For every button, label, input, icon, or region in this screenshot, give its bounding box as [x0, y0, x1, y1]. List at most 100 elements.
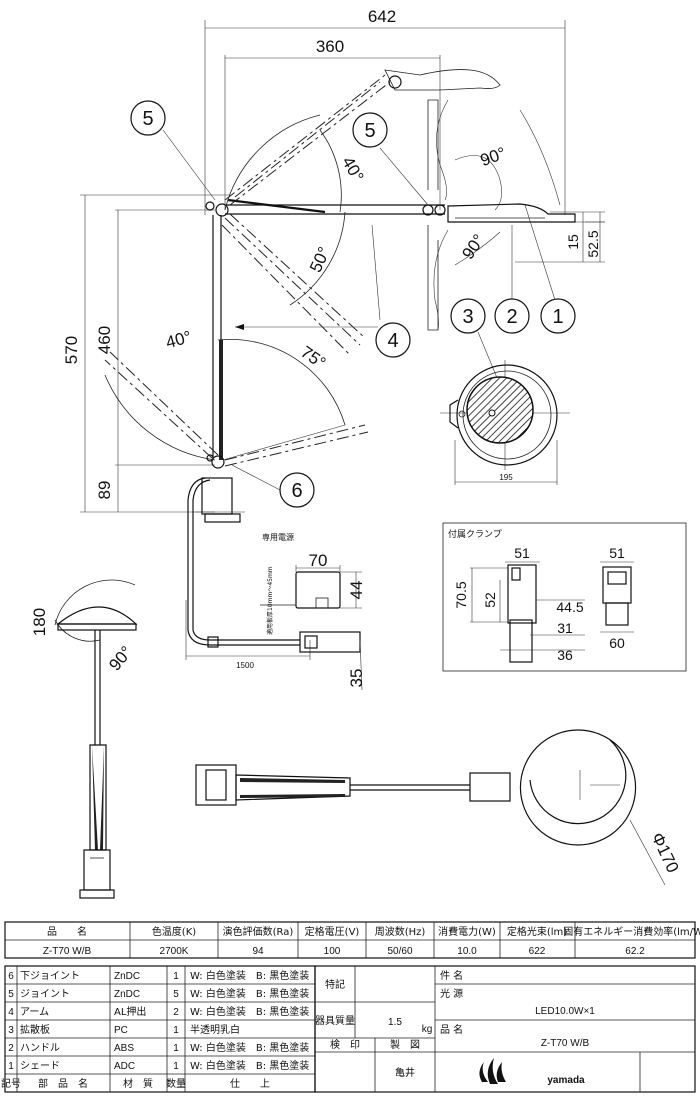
parts-footer: 記号 部 品 名 材 質 数量 仕 上 [1, 1077, 270, 1090]
dimension-360: 360 [224, 37, 441, 210]
clamp-60: 60 [609, 635, 625, 651]
callout-3: 3 [450, 298, 501, 386]
clamp-36: 36 [557, 647, 573, 663]
dim-89-label: 89 [95, 481, 114, 500]
dim-570-label: 570 [62, 336, 81, 364]
parts-row-5: 5 ジョイント ZnDC 5 W: 白色塗装 B: 黒色塗装 [8, 987, 309, 1000]
svg-text:材 質: 材 質 [123, 1077, 153, 1090]
svg-text:1: 1 [173, 1043, 179, 1054]
clamp-70-5: 70.5 [453, 581, 469, 608]
svg-text:6: 6 [8, 971, 14, 982]
svg-text:拡散板: 拡散板 [20, 1023, 50, 1036]
parts-row-6: 6 下ジョイント ZnDC 1 W: 白色塗装 B: 黒色塗装 [8, 969, 309, 982]
weight-value: 1.5 [388, 1017, 402, 1028]
svg-text:記号: 記号 [1, 1077, 21, 1090]
svg-text:1: 1 [173, 1061, 179, 1072]
tokki-label: 特記 [325, 978, 345, 991]
light-source-label: 光 源 [440, 987, 463, 1000]
svg-text:半透明乳白: 半透明乳白 [190, 1023, 240, 1036]
parts-row-4: 4 アーム AL押出 2 W: 白色塗装 B: 黒色塗装 [8, 1005, 309, 1018]
shade-bottom-view: 195 [440, 360, 570, 485]
clamp-title: 付属クランプ [448, 529, 502, 540]
parts-row-1: 1 シェード ADC 1 W: 白色塗装 B: 黒色塗装 [8, 1059, 309, 1072]
svg-text:2: 2 [8, 1043, 14, 1054]
dimension-642: 642 [204, 7, 566, 215]
svg-text:5: 5 [8, 989, 14, 1000]
svg-text:622: 622 [529, 946, 546, 957]
dim-460-label: 460 [95, 326, 114, 354]
svg-text:W: 白色塗装 B: 黒色塗装: W: 白色塗装 B: 黒色塗装 [190, 987, 309, 1000]
svg-text:5: 5 [364, 120, 375, 142]
svg-text:W: 白色塗装 B: 黒色塗装: W: 白色塗装 B: 黒色塗装 [190, 1041, 309, 1054]
svg-text:消費電力(W): 消費電力(W) [438, 925, 496, 938]
clamp-51-a: 51 [514, 545, 530, 561]
kenmei-label: 件 名 [440, 969, 463, 982]
svg-text:AL押出: AL押出 [114, 1005, 146, 1018]
svg-text:シェード: シェード [20, 1061, 60, 1072]
svg-text:2700K: 2700K [160, 946, 189, 957]
clamp-51-b: 51 [609, 545, 625, 561]
lamp-top-view: Φ170 [195, 729, 683, 886]
svg-text:1: 1 [8, 1061, 14, 1072]
dim-195-label: 195 [499, 473, 513, 482]
dim-phi170-label: Φ170 [648, 830, 683, 876]
svg-text:定格光束(lm): 定格光束(lm) [507, 925, 567, 938]
psu-height-label: 44 [347, 581, 366, 600]
drafter-label: 製 図 [390, 1038, 420, 1051]
svg-text:数量: 数量 [166, 1077, 186, 1090]
cord-note: 適用板厚10mm～45mm [266, 566, 274, 635]
svg-text:ジョイント: ジョイント [20, 989, 70, 1000]
svg-text:ハンドル: ハンドル [20, 1043, 60, 1054]
svg-text:PC: PC [114, 1025, 128, 1036]
weight-unit: kg [422, 1024, 433, 1035]
dim-15-label: 15 [565, 234, 581, 250]
svg-text:3: 3 [462, 306, 473, 328]
svg-text:94: 94 [252, 946, 264, 957]
drafter-name: 亀井 [395, 1066, 415, 1079]
svg-text:W: 白色塗装 B: 黒色塗装: W: 白色塗装 B: 黒色塗装 [190, 1059, 309, 1072]
svg-text:2: 2 [506, 306, 517, 328]
callout-5-right: 5 [352, 112, 429, 206]
dimension-89: 89 [95, 464, 215, 512]
parts-table: 6 下ジョイント ZnDC 1 W: 白色塗装 B: 黒色塗装 5 ジョイント … [1, 965, 316, 1093]
svg-text:4: 4 [8, 1007, 14, 1018]
callout-1: 1 [524, 204, 576, 334]
svg-text:ABS: ABS [114, 1043, 134, 1054]
svg-text:6: 6 [291, 480, 302, 502]
dim-1500-label: 1500 [236, 661, 254, 670]
svg-text:1: 1 [552, 306, 563, 328]
callout-4: 4 [375, 322, 411, 358]
title-block: 特記 器具質量 1.5 kg 検 印 製 図 亀井 件 名 光 源 LED10.… [314, 965, 696, 1093]
spec-table: 品 名 色温度(K) 演色評価数(Ra) 定格電圧(V) 周波数(Hz) 消費電… [4, 921, 700, 959]
psu-depth-label: 35 [347, 669, 366, 688]
dimension-570: 570 [62, 194, 230, 513]
lamp-front-view: 180 90° [30, 579, 138, 899]
weight-label: 器具質量 [315, 1014, 355, 1027]
inspect-label: 検 印 [330, 1038, 360, 1051]
svg-text:色温度(K): 色温度(K) [152, 925, 196, 938]
svg-text:10.0: 10.0 [457, 946, 477, 957]
svg-text:50/60: 50/60 [387, 946, 412, 957]
angle-75: 75° [297, 342, 329, 372]
svg-text:ADC: ADC [114, 1061, 135, 1072]
svg-text:4: 4 [387, 330, 398, 352]
svg-text:品 名: 品 名 [47, 925, 87, 938]
svg-text:固有エネルギー消費効率(lm/W): 固有エネルギー消費効率(lm/W) [563, 925, 700, 938]
parts-row-2: 2 ハンドル ABS 1 W: 白色塗装 B: 黒色塗装 [8, 1041, 309, 1054]
dim-180-label: 180 [30, 608, 49, 636]
svg-text:ZnDC: ZnDC [114, 971, 140, 982]
dim-360-label: 360 [316, 37, 344, 56]
svg-text:演色評価数(Ra): 演色評価数(Ra) [223, 925, 294, 938]
svg-text:62.2: 62.2 [625, 946, 645, 957]
clamp-31: 31 [557, 620, 573, 636]
parts-row-3: 3 拡散板 PC 1 半透明乳白 [8, 1023, 240, 1036]
angle-90-side: 90° [105, 643, 136, 675]
dim-642-label: 642 [368, 7, 396, 26]
product-label: 品 名 [440, 1023, 463, 1036]
dim-52-5-label: 52.5 [585, 230, 601, 257]
svg-text:W: 白色塗装 B: 黒色塗装: W: 白色塗装 B: 黒色塗装 [190, 969, 309, 982]
lamp-side-view [104, 69, 576, 523]
callout-2: 2 [494, 225, 530, 334]
svg-text:仕 上: 仕 上 [230, 1077, 270, 1090]
